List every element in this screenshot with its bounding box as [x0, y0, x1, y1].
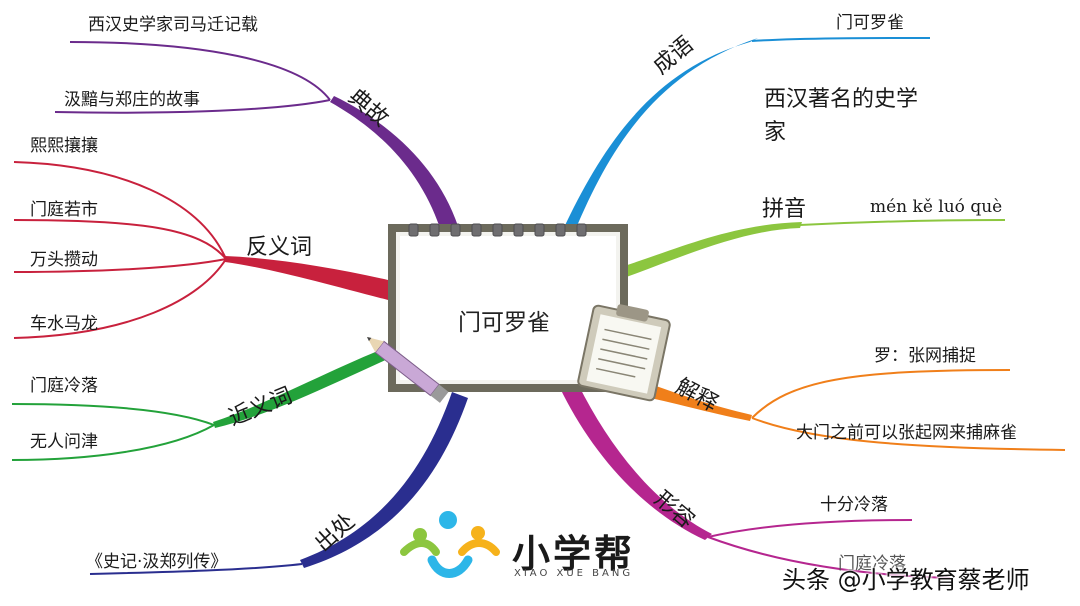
center-topic: 门可罗雀: [458, 310, 550, 336]
branch-chuchu-trunk: [300, 392, 468, 568]
leaf-chuchu-1: 《史记·汲郑列传》: [86, 552, 228, 572]
leaf-pinyin-1: mén kě luó què: [870, 197, 1003, 217]
branch-diangu-trunk: [330, 96, 458, 228]
branch-fanyici-label: 反义词: [246, 235, 313, 260]
logo-subtitle: XIAO XUE BANG: [514, 568, 634, 579]
branch-fanyici-line-2: [13, 219, 227, 260]
side-note: 西汉著名的史学家: [764, 87, 919, 145]
leaf-jieshi-2: 大门之前可以张起网来捕麻雀: [796, 423, 1017, 443]
branch-jinyici-line-2: [11, 424, 215, 461]
logo-icon: [400, 511, 500, 578]
branch-pinyin-trunk: [618, 222, 802, 280]
watermark: 头条 @小学教育蔡老师: [782, 566, 1030, 594]
logo-name: 小学帮: [512, 532, 636, 576]
branch-jinyici-line-1: [11, 403, 215, 426]
branch-chengyu-trunk: [560, 38, 758, 238]
leaf-fanyici-4: 车水马龙: [30, 314, 98, 334]
leaf-chengyu-1: 门可罗雀: [836, 13, 904, 33]
leaf-jinyici-1: 门庭冷落: [30, 376, 98, 396]
notepad-icon: [388, 223, 628, 392]
leaf-xingrong-2: 门庭冷落: [838, 554, 906, 574]
branch-diangu-line-2: [54, 99, 331, 114]
leaf-fanyici-1: 熙熙攘攘: [30, 136, 98, 156]
branch-xingrong-line-2: [707, 536, 951, 579]
branch-xingrong-trunk: [560, 384, 712, 540]
branch-fanyici-line-1: [13, 161, 227, 260]
branch-diangu-line-1: [69, 41, 331, 101]
leaf-fanyici-2: 门庭若市: [30, 200, 98, 220]
branch-pinyin-line: [799, 219, 1006, 226]
branch-jieshi-line-2: [751, 417, 1066, 451]
branch-fanyici-trunk: [225, 256, 388, 300]
branch-fanyici-line-4: [13, 258, 227, 339]
branch-jieshi-trunk: [640, 380, 752, 421]
branch-xingrong-line-1: [707, 519, 913, 538]
leaf-diangu-1: 西汉史学家司马迁记载: [88, 15, 258, 35]
branch-jieshi-line-1: [751, 369, 1011, 419]
leaf-fanyici-3: 万头攒动: [30, 250, 98, 270]
branch-pinyin-label: 拼音: [762, 197, 807, 222]
pencil-icon: [367, 337, 449, 403]
branch-chengyu-line: [751, 37, 931, 42]
leaf-jinyici-2: 无人问津: [30, 432, 98, 452]
leaf-jieshi-1: 罗：张网捕捉: [874, 346, 976, 366]
branch-chuchu-line: [89, 563, 303, 575]
branch-jinyici-trunk: [213, 348, 390, 428]
leaf-xingrong-1: 十分冷落: [820, 495, 888, 515]
branch-fanyici-line-3: [13, 258, 227, 273]
leaf-diangu-2: 汲黯与郑庄的故事: [64, 90, 200, 110]
clipboard-icon: [577, 304, 671, 402]
